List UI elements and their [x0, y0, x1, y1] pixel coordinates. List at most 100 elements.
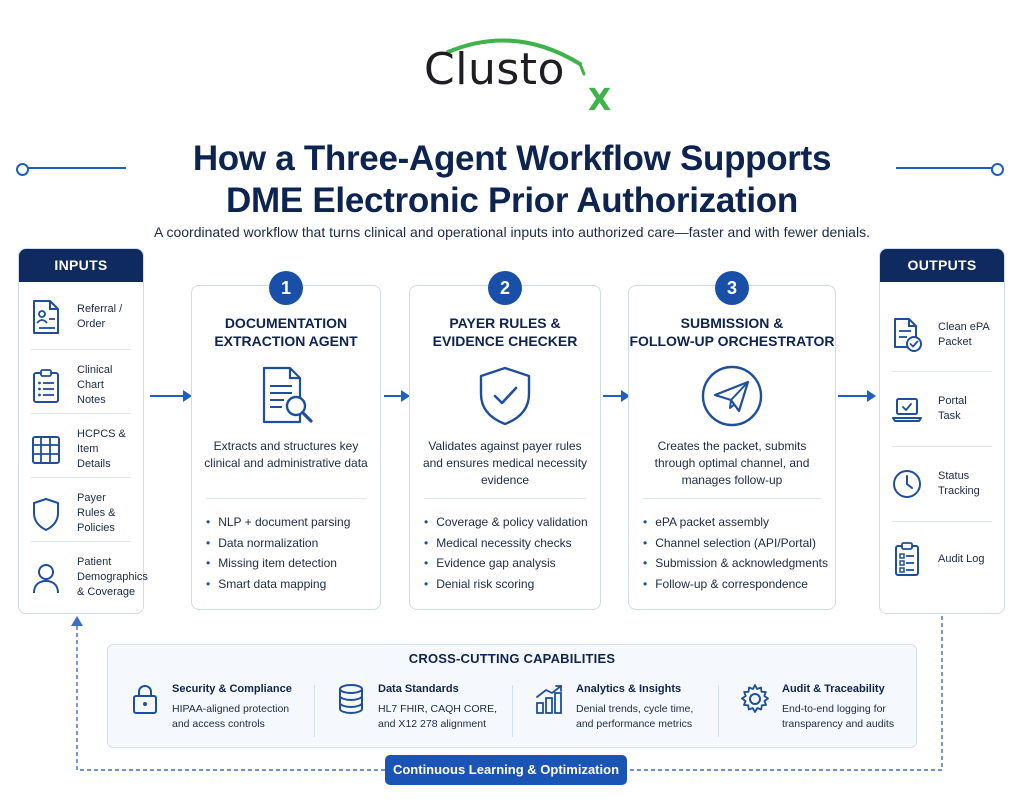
page-subtitle: A coordinated workflow that turns clinic… — [154, 224, 870, 240]
checklist-icon — [895, 542, 919, 576]
flow-arrow-agent2-to-agent3 — [603, 390, 630, 402]
agent-number-badge: 3 — [715, 271, 749, 305]
input-item-chart-notes: Clinical Chart Notes — [31, 363, 131, 408]
grid-table-icon — [32, 435, 60, 464]
page-title-line2: DME Electronic Prior Authorization — [226, 181, 798, 220]
agent-card-submission: 3 SUBMISSION & FOLLOW-UP ORCHESTRATOR Cr… — [628, 271, 836, 610]
outputs-header: OUTPUTS — [880, 249, 1004, 282]
input-item-payer-rules: Payer Rules & Policies — [31, 491, 131, 536]
list-item: ePA packet assembly — [643, 512, 829, 533]
list-item: Medical necessity checks — [424, 533, 594, 554]
input-label: Payer Rules & Policies — [77, 492, 116, 534]
logo-arc-mark — [446, 38, 586, 76]
bar-chart-icon — [536, 685, 562, 714]
flow-arrow-agent1-to-agent2 — [384, 390, 410, 402]
capability-title: Data Standards — [378, 683, 459, 695]
output-label: Audit Log — [938, 552, 985, 565]
paper-plane-icon — [701, 365, 763, 427]
list-item: NLP + document parsing — [206, 512, 374, 533]
agent-title-line1: SUBMISSION & — [680, 315, 784, 331]
agent-capability-list: Coverage & policy validation Medical nec… — [424, 512, 594, 594]
divider — [892, 371, 992, 372]
output-label: Status Tracking — [938, 470, 980, 497]
output-label: Portal Task — [938, 395, 967, 422]
list-item: Follow-up & correspondence — [643, 574, 829, 595]
title-rule-left — [16, 163, 126, 176]
capability-data-standards: Data Standards HL7 FHIR, CAQH CORE,and X… — [336, 683, 516, 741]
document-magnifier-icon — [262, 366, 313, 424]
cross-cutting-title: CROSS-CUTTING CAPABILITIES — [408, 651, 616, 666]
page-title: How a Three-Agent Workflow Supports DME … — [0, 138, 1024, 222]
agent-title-line1: PAYER RULES & — [449, 315, 561, 331]
divider — [643, 498, 821, 499]
agent-capability-list: NLP + document parsing Data normalizatio… — [206, 512, 374, 594]
inputs-panel: INPUTS Referral / Order Clinical Chart N… — [18, 248, 148, 614]
divider — [718, 685, 719, 737]
capability-description: HL7 FHIR, CAQH CORE,and X12 278 alignmen… — [378, 703, 498, 730]
cross-cutting-panel: CROSS-CUTTING CAPABILITIES Security & Co… — [107, 644, 917, 748]
agent-title-line2: EXTRACTION AGENT — [214, 333, 358, 349]
capability-analytics: Analytics & Insights Denial trends, cycl… — [534, 683, 724, 741]
agent-capability-list: ePA packet assembly Channel selection (A… — [643, 512, 829, 594]
flow-arrow-inputs-to-agent1 — [150, 390, 192, 402]
flow-arrow-agent3-to-outputs — [838, 390, 876, 402]
agent-title-line2: FOLLOW-UP ORCHESTRATOR — [629, 333, 835, 349]
list-item: Missing item detection — [206, 553, 374, 574]
shield-icon — [33, 497, 59, 531]
capability-description: Denial trends, cycle time,and performanc… — [576, 703, 694, 730]
agent-title-line1: DOCUMENTATION — [224, 315, 348, 331]
divider — [314, 685, 315, 737]
divider — [31, 477, 131, 478]
agent-number-badge: 2 — [488, 271, 522, 305]
divider — [892, 521, 992, 522]
list-item: Coverage & policy validation — [424, 512, 594, 533]
logo-wordmark: Clusto — [424, 44, 565, 95]
divider — [206, 498, 366, 499]
agent-title: DOCUMENTATION EXTRACTION AGENT — [192, 314, 380, 350]
clipboard-icon — [33, 368, 59, 403]
input-label: Clinical Chart Notes — [77, 364, 113, 406]
agent-description: Creates the packet, submits through opti… — [654, 439, 810, 487]
input-label: Patient Demographics & Coverage — [77, 556, 148, 598]
agent-description: Extracts and structures key clinical and… — [204, 439, 368, 470]
referral-document-icon — [33, 300, 59, 334]
agent-title: PAYER RULES & EVIDENCE CHECKER — [410, 314, 600, 350]
output-label: Clean ePA Packet — [938, 321, 990, 348]
laptop-icon — [892, 398, 922, 422]
clustox-logo: Clusto X — [420, 30, 611, 116]
divider — [31, 413, 131, 414]
divider — [31, 541, 131, 542]
agent-number-badge: 1 — [269, 271, 303, 305]
capability-audit: Audit & Traceability End-to-end logging … — [740, 683, 910, 741]
outputs-panel: OUTPUTS Clean ePA Packet Portal Task Sta… — [879, 248, 1005, 614]
document-check-icon — [894, 318, 922, 352]
capability-security: Security & Compliance HIPAA-aligned prot… — [130, 683, 310, 741]
agent-description: Validates against payer rules and ensure… — [422, 439, 588, 487]
inputs-header: INPUTS — [19, 249, 143, 282]
output-item-portal-task: Portal Task — [892, 391, 992, 427]
input-item-patient: Patient Demographics & Coverage — [31, 555, 148, 600]
input-label: HCPCS & Item Details — [77, 428, 126, 470]
divider — [892, 446, 992, 447]
output-item-audit-log: Audit Log — [892, 541, 992, 577]
continuous-learning-badge: Continuous Learning & Optimization — [385, 755, 627, 785]
title-rule-right — [896, 163, 1004, 176]
input-item-hcpcs: HCPCS & Item Details — [31, 427, 131, 472]
agent-card-payer-rules: 2 PAYER RULES & EVIDENCE CHECKER Validat… — [409, 271, 601, 610]
shield-check-icon — [479, 366, 531, 426]
list-item: Submission & acknowledgments — [643, 553, 829, 574]
list-item: Smart data mapping — [206, 574, 374, 595]
capability-title: Security & Compliance — [172, 683, 292, 695]
agent-title: SUBMISSION & FOLLOW-UP ORCHESTRATOR — [629, 314, 835, 350]
gear-icon — [741, 684, 769, 713]
capability-title: Audit & Traceability — [782, 683, 885, 695]
page-title-line1: How a Three-Agent Workflow Supports — [192, 139, 832, 178]
lock-icon — [133, 684, 157, 714]
clock-icon — [893, 470, 921, 498]
database-icon — [339, 684, 363, 715]
agent-card-documentation: 1 DOCUMENTATION EXTRACTION AGENT Extract… — [191, 271, 381, 610]
list-item: Denial risk scoring — [424, 574, 594, 595]
